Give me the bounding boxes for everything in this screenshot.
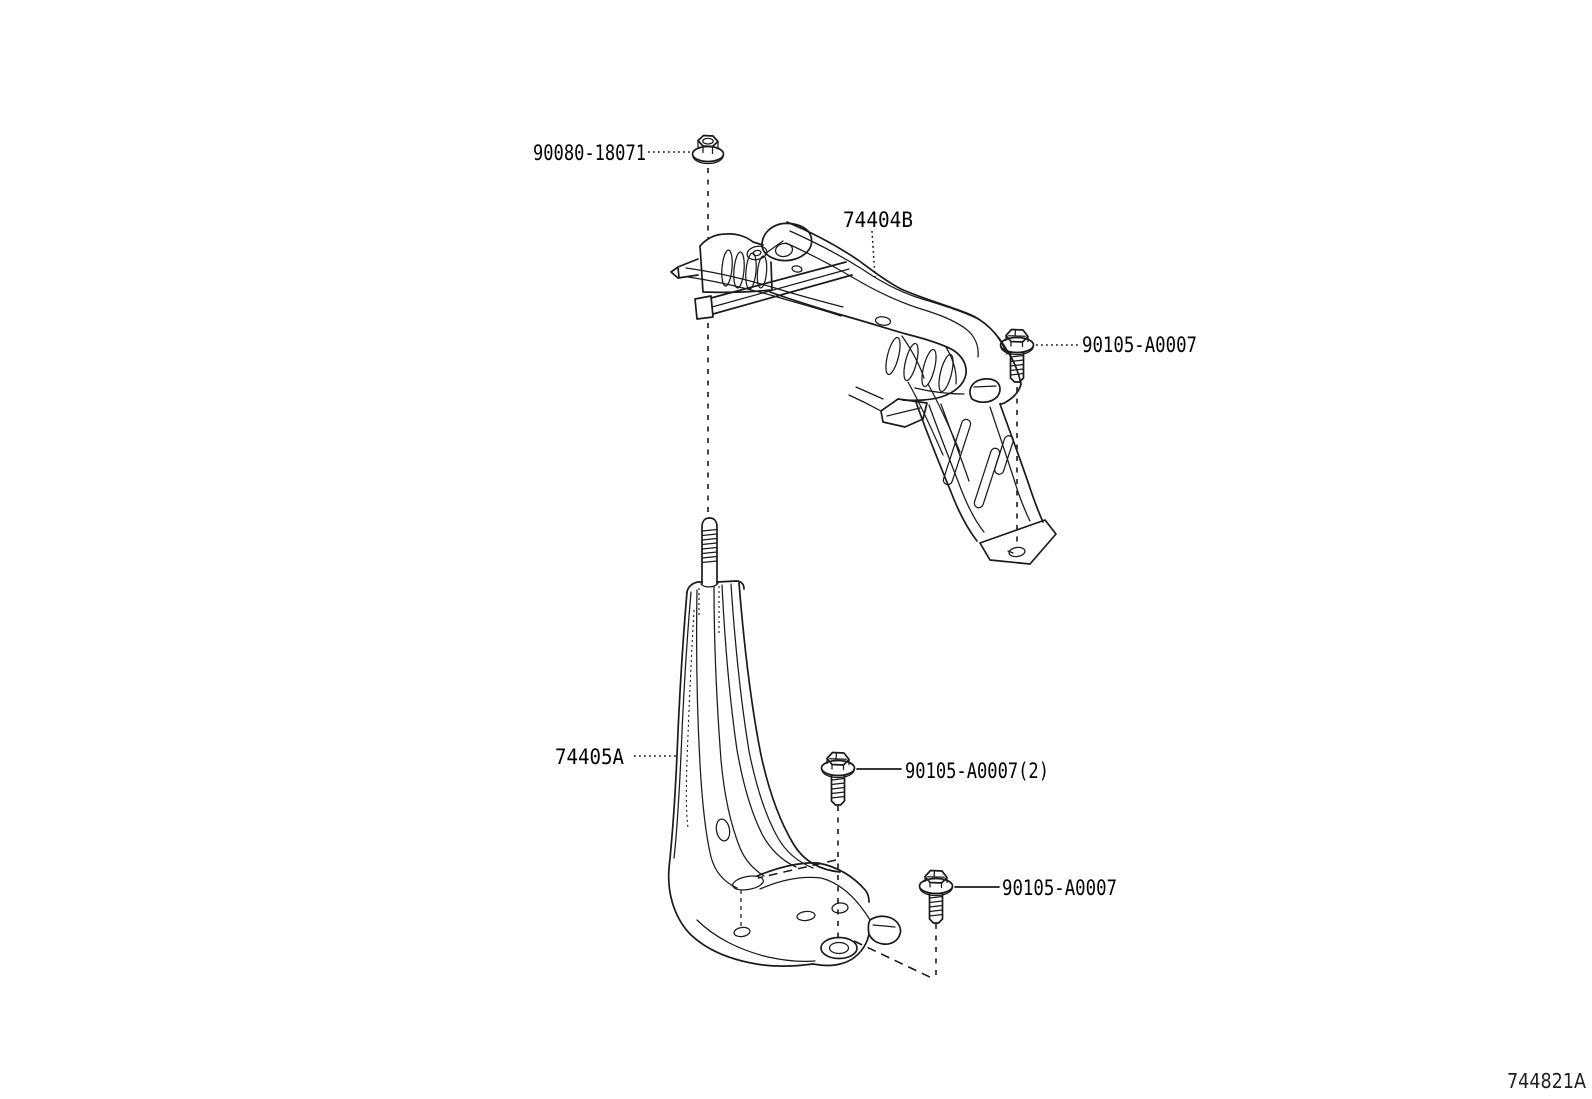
flange-bolt-icon [820,751,856,806]
clamp-bracket-drawing [670,221,1057,565]
diagram-code: 744821A [1507,1069,1586,1093]
part-number-label-clamp: 74404B [843,208,913,233]
assembly-line-bolt-middle-branch [757,859,837,879]
part-number-label-support: 74405A [555,745,624,770]
flange-bolt-icon [999,328,1035,383]
threaded-stud-icon [700,517,719,588]
assembly-line-bolt-lower-branch [853,940,935,980]
part-number-label-bolt-lower: 90105-A0007 [1002,876,1117,901]
part-number-label-nut: 90080-18071 [533,141,646,166]
support-bracket-drawing [667,517,902,967]
leader-lines [634,151,1079,888]
part-number-label-bolt-upper: 90105-A0007 [1082,333,1197,358]
assembly-lines [707,168,1018,980]
flange-bolt-icon [918,869,954,924]
flange-nut-icon [691,134,725,165]
part-number-label-bolt-middle: 90105-A0007(2) [905,759,1049,784]
